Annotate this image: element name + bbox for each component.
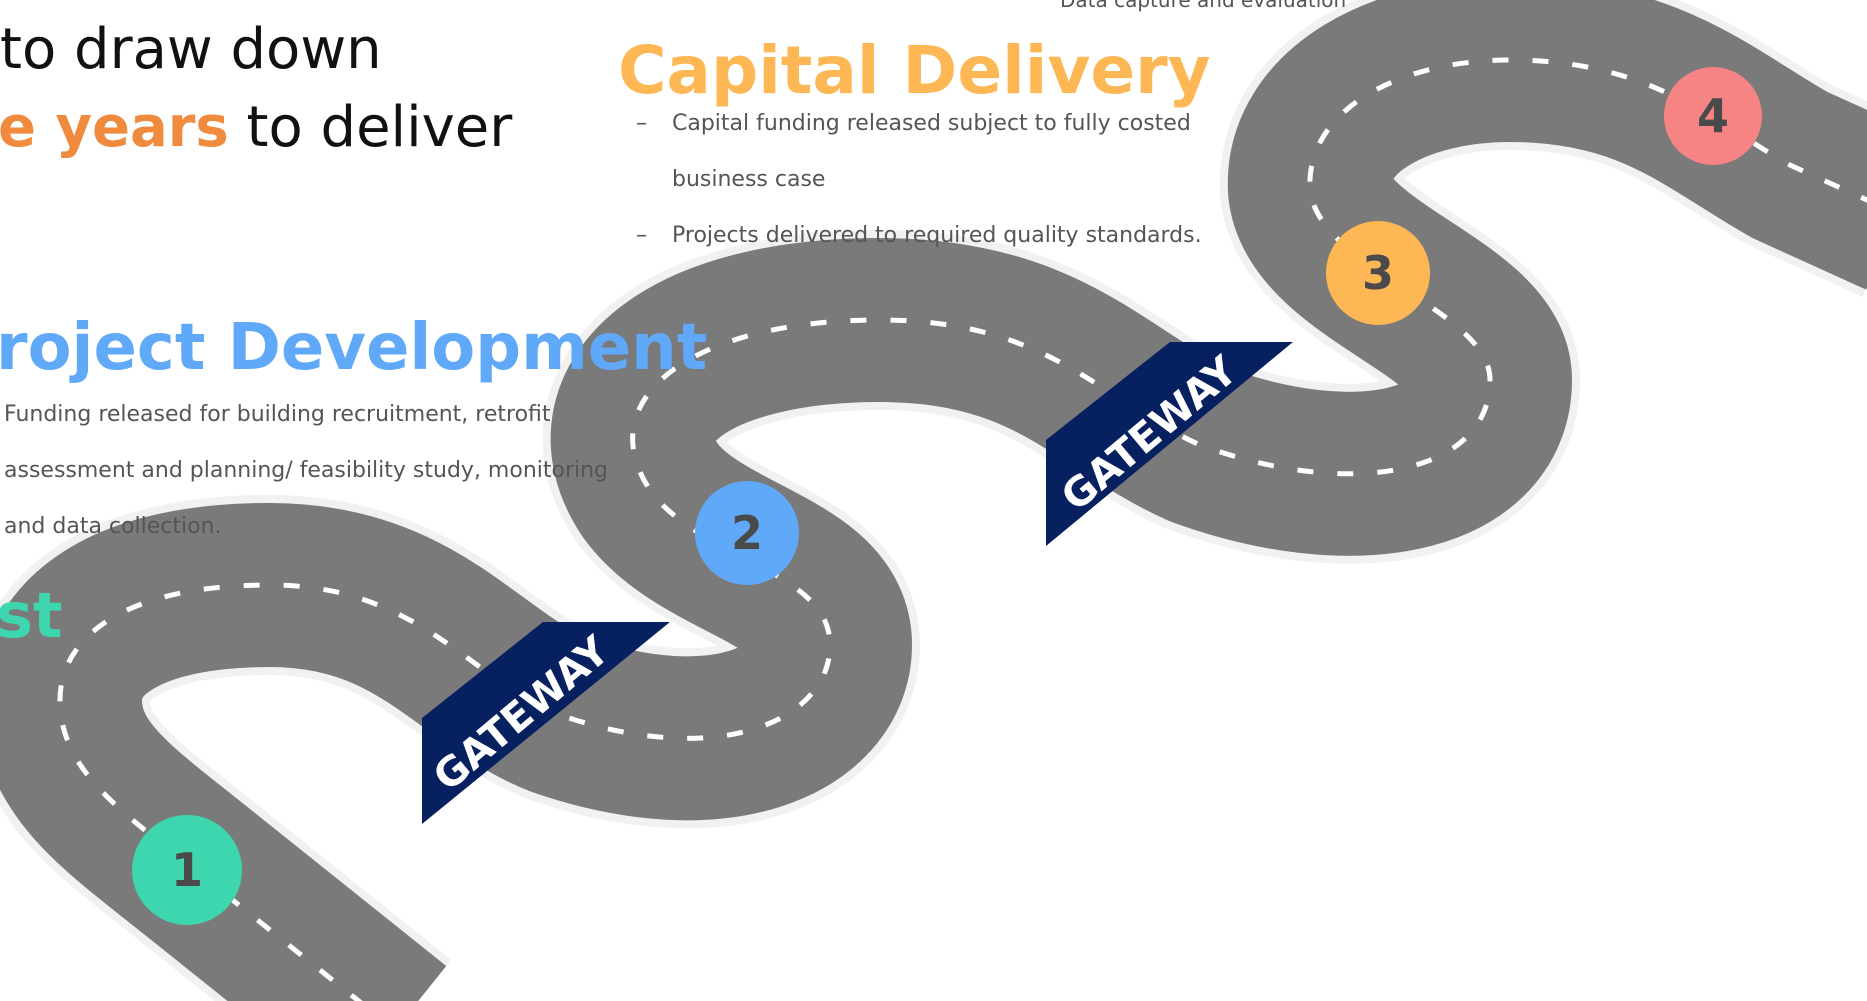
headline-rest: to deliver bbox=[228, 95, 513, 160]
project-development-title: roject Development bbox=[0, 311, 708, 385]
milestone-4-circle bbox=[1664, 67, 1762, 165]
milestone-2-label: 2 bbox=[731, 506, 763, 560]
milestone-3-circle bbox=[1326, 221, 1430, 325]
milestone-4-label: 4 bbox=[1697, 89, 1729, 143]
capital-bullet-2: Projects delivered to required quality s… bbox=[672, 223, 1202, 248]
milestone-3-label: 3 bbox=[1362, 246, 1394, 300]
headline-line-2: e years to deliver bbox=[0, 100, 512, 156]
first-stage-title: st bbox=[0, 579, 63, 652]
headline-line-1: to draw down bbox=[0, 17, 382, 82]
milestone-1-circle bbox=[132, 815, 242, 925]
project-bullet-1-cont-b: and data collection. bbox=[4, 514, 222, 539]
capital-bullet-1-cont: business case bbox=[672, 167, 826, 192]
data-capture-text: Data capture and evaluation bbox=[1060, 0, 1347, 12]
milestone-2: 2 bbox=[695, 481, 799, 585]
milestone-1: 1 bbox=[132, 815, 242, 925]
headline-accent: e years bbox=[0, 95, 229, 160]
milestone-4: 4 bbox=[1664, 67, 1762, 165]
project-bullet-1: Funding released for building recruitmen… bbox=[4, 402, 551, 427]
capital-bullet-marker-1: – bbox=[636, 111, 647, 136]
capital-delivery-title: Capital Delivery bbox=[618, 32, 1211, 109]
milestone-2-circle bbox=[695, 481, 799, 585]
capital-bullet-1: Capital funding released subject to full… bbox=[672, 111, 1191, 136]
project-bullet-1-cont-a: assessment and planning/ feasibility stu… bbox=[4, 458, 609, 483]
milestone-1-label: 1 bbox=[171, 843, 203, 897]
capital-bullet-marker-2: – bbox=[636, 223, 647, 248]
road-surface bbox=[60, 60, 1867, 1001]
milestone-3: 3 bbox=[1326, 221, 1430, 325]
